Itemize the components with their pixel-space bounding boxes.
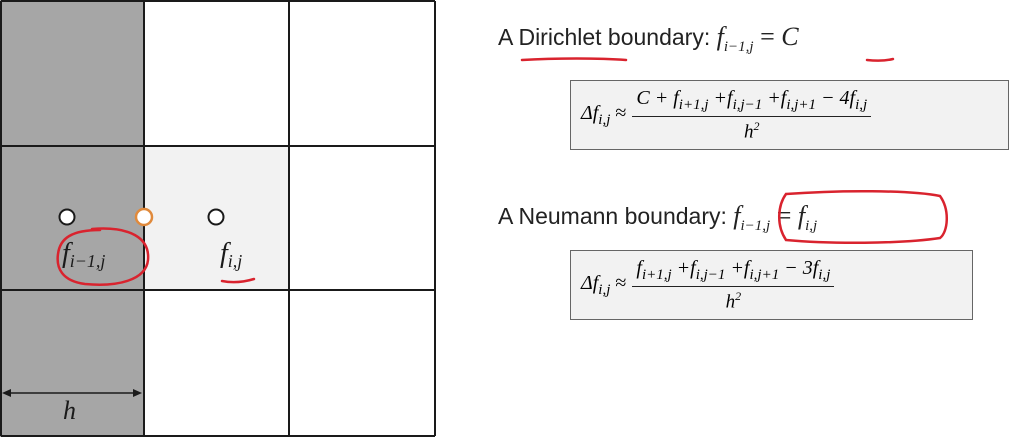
interior-node-subscript: i,j: [228, 251, 243, 271]
neumann-heading: A Neumann boundary: fi−1,j = fi,j: [498, 201, 817, 235]
dirichlet-condition: fi−1,j = C: [716, 22, 799, 55]
interior-node: [207, 208, 225, 226]
grid-diagram: fi−1,j fi,j h: [0, 0, 436, 437]
dirichlet-heading-text: A Dirichlet boundary:: [498, 24, 717, 50]
dirichlet-formula-fraction: C + fi+1,j +fi,j−1 +fi,j+1 − 4fi,j h2: [632, 87, 872, 143]
dirichlet-constant-underline: [865, 57, 895, 62]
neumann-formula-box: Δfi,j ≈ fi+1,j +fi,j−1 +fi,j+1 − 3fi,j h…: [570, 250, 973, 320]
neumann-numerator: fi+1,j +fi,j−1 +fi,j+1 − 3fi,j: [632, 257, 835, 287]
neumann-heading-text: A Neumann boundary:: [498, 203, 734, 229]
dirichlet-formula-box: Δfi,j ≈ C + fi+1,j +fi,j−1 +fi,j+1 − 4fi…: [570, 80, 1009, 150]
interior-node-label: fi,j: [220, 238, 242, 271]
dirichlet-heading: A Dirichlet boundary: fi−1,j = C: [498, 22, 799, 56]
spacing-arrow: [2, 389, 142, 397]
dirichlet-word-underline: [520, 57, 628, 62]
ghost-node-subscript: i−1,j: [70, 251, 106, 271]
neumann-denominator: h2: [725, 288, 742, 313]
boundary-node: [134, 207, 154, 227]
spacing-label: h: [63, 396, 76, 425]
dirichlet-formula-lhs: Δfi,j ≈: [581, 101, 627, 128]
grid-lines: [0, 0, 436, 437]
neumann-formula-lhs: Δfi,j ≈: [581, 271, 627, 298]
neumann-condition: fi−1,j = fi,j: [733, 201, 818, 234]
dirichlet-denominator: h2: [744, 118, 760, 143]
dirichlet-numerator: C + fi+1,j +fi,j−1 +fi,j+1 − 4fi,j: [632, 87, 872, 117]
ghost-node: [58, 208, 76, 226]
neumann-formula-fraction: fi+1,j +fi,j−1 +fi,j+1 − 3fi,j h2: [632, 257, 835, 313]
